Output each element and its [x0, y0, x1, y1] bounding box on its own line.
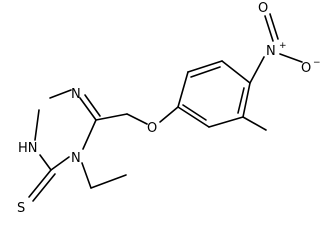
atom-labels: N HN N S O N + O O −	[17, 1, 321, 216]
bond	[28, 169, 52, 198]
o-nitro-right-charge: −	[313, 58, 321, 68]
bond	[187, 60, 223, 73]
hn-ring-label: HN	[18, 141, 38, 156]
bond	[264, 15, 274, 42]
bond	[39, 154, 52, 171]
n-ring-label: N	[71, 87, 81, 102]
s-thione-label: S	[17, 201, 25, 216]
bond	[82, 119, 97, 150]
bond	[269, 13, 279, 40]
o-ether-label: O	[147, 121, 157, 136]
bond	[126, 113, 148, 125]
bonds	[28, 13, 303, 202]
bond	[95, 113, 128, 121]
bond	[242, 82, 251, 118]
bond	[237, 87, 245, 114]
bond	[84, 94, 101, 117]
bond	[34, 109, 40, 141]
n-ethyl-label: N	[71, 151, 81, 166]
molecule-structure: N HN N S O N + O O −	[17, 1, 321, 216]
bond	[50, 156, 70, 171]
bond	[90, 174, 127, 189]
bond	[81, 162, 92, 189]
o-nitro-top-label: O	[258, 1, 268, 16]
bond	[279, 53, 303, 63]
n-nitro-charge: +	[279, 41, 287, 51]
bond	[79, 97, 97, 121]
bond	[182, 104, 207, 121]
bond	[159, 106, 179, 123]
bond	[32, 173, 56, 202]
bond	[190, 66, 221, 78]
n-nitro-label: N	[266, 44, 276, 59]
bond	[208, 116, 244, 128]
bond	[177, 106, 210, 128]
o-nitro-right-label: O	[301, 61, 311, 76]
bond	[242, 116, 267, 131]
bond	[221, 60, 251, 84]
bond	[177, 71, 189, 108]
bond	[249, 56, 265, 84]
bond	[49, 89, 72, 99]
